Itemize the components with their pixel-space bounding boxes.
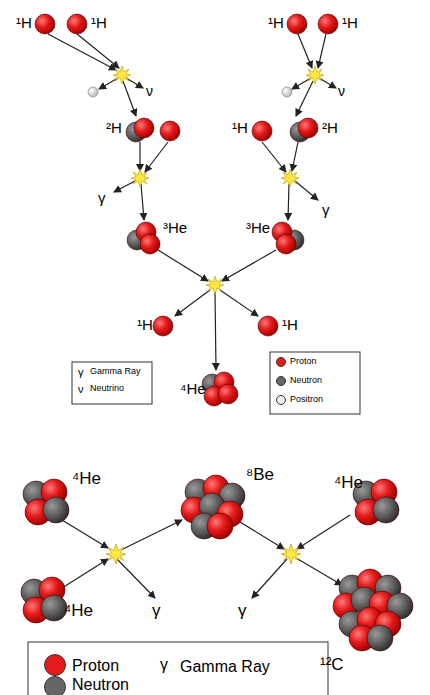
particle-label: ³He bbox=[246, 220, 270, 237]
particle-label: ¹H bbox=[91, 15, 107, 32]
legend-text: Proton bbox=[290, 357, 317, 367]
particle-label: ¹H bbox=[16, 15, 32, 32]
particle-label: ¹H bbox=[268, 15, 284, 32]
reaction-stars bbox=[106, 66, 324, 564]
particle-label: ²H bbox=[322, 120, 338, 137]
particle-label: ν bbox=[338, 84, 345, 99]
particle-label: γ bbox=[238, 602, 247, 621]
particles bbox=[21, 14, 413, 651]
particle-label: ν bbox=[146, 84, 153, 99]
legend-text: Neutrino bbox=[90, 384, 124, 394]
legend-swatch bbox=[276, 395, 286, 405]
legend-text: Gamma Ray bbox=[90, 367, 141, 377]
particle-label: ⁴He bbox=[180, 381, 206, 398]
particle-label: ¹H bbox=[282, 317, 298, 334]
legend-frames bbox=[28, 352, 360, 695]
particle-label: ⁸Be bbox=[246, 466, 274, 485]
particle-label: ⁴He bbox=[334, 474, 363, 493]
reaction-arrows bbox=[48, 34, 350, 598]
particle-label: ν bbox=[78, 383, 84, 395]
particle-label: ¹H bbox=[232, 120, 248, 137]
particle-label: γ bbox=[160, 656, 168, 674]
particle-label: ¹²C bbox=[320, 656, 344, 675]
particle-label: ⁴He bbox=[72, 470, 101, 489]
legend-text: Gamma Ray bbox=[180, 658, 270, 676]
legend-text: Neutron bbox=[290, 376, 322, 386]
particle-label: ³He bbox=[163, 220, 187, 237]
particle-label: ²H bbox=[106, 120, 122, 137]
particle-label: γ bbox=[78, 366, 84, 378]
particle-label: ⁴He bbox=[64, 602, 93, 621]
particle-label: ¹H bbox=[342, 15, 358, 32]
legend-text: Proton bbox=[72, 657, 119, 675]
particle-label: γ bbox=[322, 202, 330, 219]
legend-swatch bbox=[44, 654, 66, 676]
legend-text: Positron bbox=[290, 395, 323, 405]
legend-text: Neutron bbox=[72, 676, 129, 694]
legend-swatch bbox=[276, 357, 286, 367]
legend-swatch bbox=[44, 676, 66, 695]
particle-label: γ bbox=[98, 190, 106, 207]
particle-label: γ bbox=[152, 602, 161, 621]
particle-label: ¹H bbox=[137, 317, 153, 334]
legend-swatch bbox=[276, 376, 286, 386]
